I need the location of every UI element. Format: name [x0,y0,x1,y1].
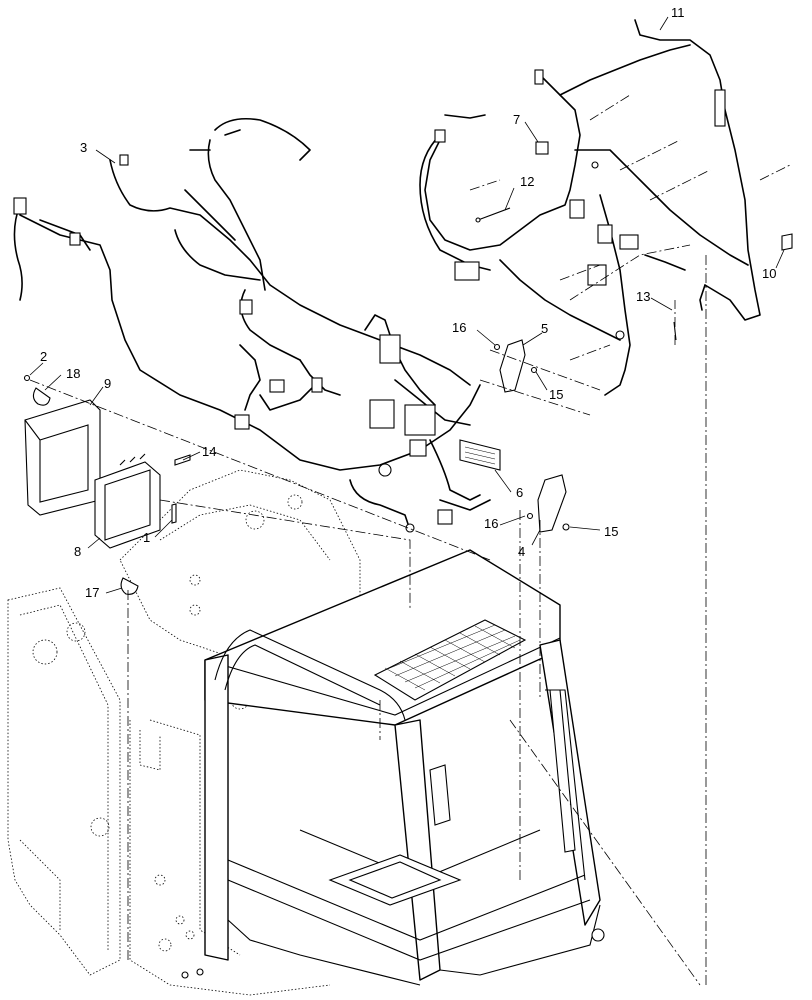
nut-15 [530,366,570,531]
clip-18 [32,387,51,406]
callout-8: 8 [74,544,81,559]
fastener-12 [475,207,511,223]
callout-10: 10 [762,266,776,281]
callout-17: 17 [85,585,99,600]
cab-roof-vent [373,619,527,701]
callout-16a: 16 [452,320,466,335]
callout-6: 6 [516,485,523,500]
bracket-9 [24,399,101,516]
cab-harness [419,19,761,396]
clip-17 [120,577,139,595]
callout-13: 13 [636,289,650,304]
assembly-centerlines [29,94,791,986]
connector-10 [781,233,793,251]
screw-1 [171,503,177,524]
callout-1: 1 [143,530,150,545]
washer-16 [493,343,534,520]
callout-9: 9 [104,376,111,391]
callout-11: 11 [671,5,685,20]
callout-18: 18 [66,366,80,381]
callout-2: 2 [40,349,47,364]
main-harness [13,117,491,533]
screw-14 [174,454,191,466]
loader-frame-outline [7,469,605,996]
controller-module-8 [94,453,161,549]
callout-7: 7 [513,112,520,127]
callout-16b: 16 [484,516,498,531]
callout-3: 3 [80,140,87,155]
callout-14: 14 [202,444,216,459]
callout-15b: 15 [604,524,618,539]
relay-7 [535,141,549,155]
callout-12: 12 [520,174,534,189]
bracket-4 [537,474,567,533]
callouts: 1 2 3 4 5 6 7 8 9 10 11 12 13 14 15 15 1… [40,5,776,600]
callout-15a: 15 [549,387,563,402]
label-6 [459,439,501,471]
bolt-2 [23,374,31,382]
bracket-5 [499,339,526,393]
callout-4: 4 [518,544,525,559]
callout-5: 5 [541,321,548,336]
callout-leaders [29,16,785,594]
